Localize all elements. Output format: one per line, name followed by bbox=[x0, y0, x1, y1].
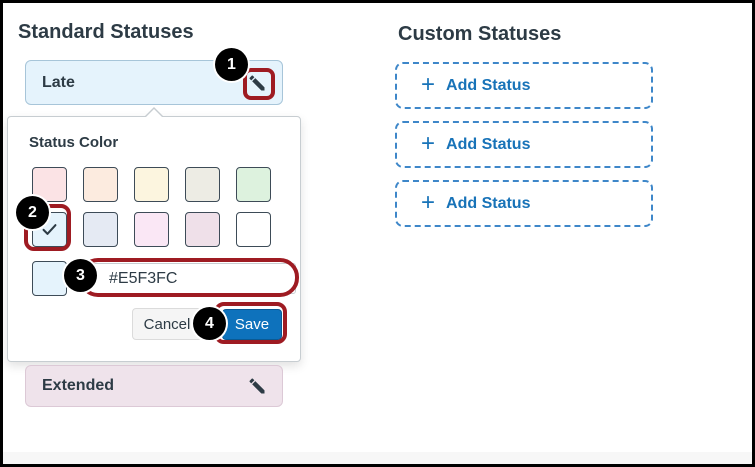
add-status-button-2[interactable]: + Add Status bbox=[395, 121, 653, 168]
swatch-grid bbox=[32, 167, 271, 247]
color-swatch-9[interactable] bbox=[185, 212, 220, 247]
color-swatch-2[interactable] bbox=[83, 167, 118, 202]
color-swatch-10[interactable] bbox=[236, 212, 271, 247]
color-swatch-8[interactable] bbox=[134, 212, 169, 247]
plus-icon: + bbox=[421, 70, 436, 98]
standard-statuses-heading: Standard Statuses bbox=[18, 21, 194, 43]
pencil-icon bbox=[249, 74, 265, 90]
edit-late-status-button[interactable] bbox=[246, 72, 268, 94]
pencil-icon bbox=[249, 378, 265, 394]
step-badge-3: 3 bbox=[64, 259, 97, 292]
color-swatch-7[interactable] bbox=[83, 212, 118, 247]
add-status-button-1[interactable]: + Add Status bbox=[395, 62, 653, 109]
plus-icon: + bbox=[421, 188, 436, 216]
color-swatch-3[interactable] bbox=[134, 167, 169, 202]
add-status-label: Add Status bbox=[446, 76, 531, 94]
popover-title: Status Color bbox=[29, 134, 119, 151]
step-badge-1: 1 bbox=[215, 48, 248, 81]
custom-statuses-heading: Custom Statuses bbox=[398, 23, 562, 45]
footer-strip bbox=[3, 452, 752, 464]
color-swatch-4[interactable] bbox=[185, 167, 220, 202]
step-badge-2: 2 bbox=[16, 196, 49, 229]
hex-color-input[interactable] bbox=[88, 263, 296, 294]
add-status-button-3[interactable]: + Add Status bbox=[395, 180, 653, 227]
status-row-extended: Extended bbox=[25, 365, 283, 407]
plus-icon: + bbox=[421, 129, 436, 157]
cancel-button[interactable]: Cancel bbox=[132, 308, 202, 340]
add-status-label: Add Status bbox=[446, 194, 531, 212]
color-swatch-5[interactable] bbox=[236, 167, 271, 202]
status-label-extended: Extended bbox=[42, 377, 115, 394]
status-color-popover: Status Color Cancel Save bbox=[7, 107, 301, 362]
checkmark-icon bbox=[42, 224, 57, 235]
save-button[interactable]: Save bbox=[222, 309, 282, 340]
status-label-late: Late bbox=[42, 73, 75, 91]
add-status-label: Add Status bbox=[446, 135, 531, 153]
edit-extended-status-button[interactable] bbox=[246, 375, 268, 397]
step-badge-4: 4 bbox=[193, 307, 226, 340]
color-preview-swatch bbox=[32, 261, 67, 296]
